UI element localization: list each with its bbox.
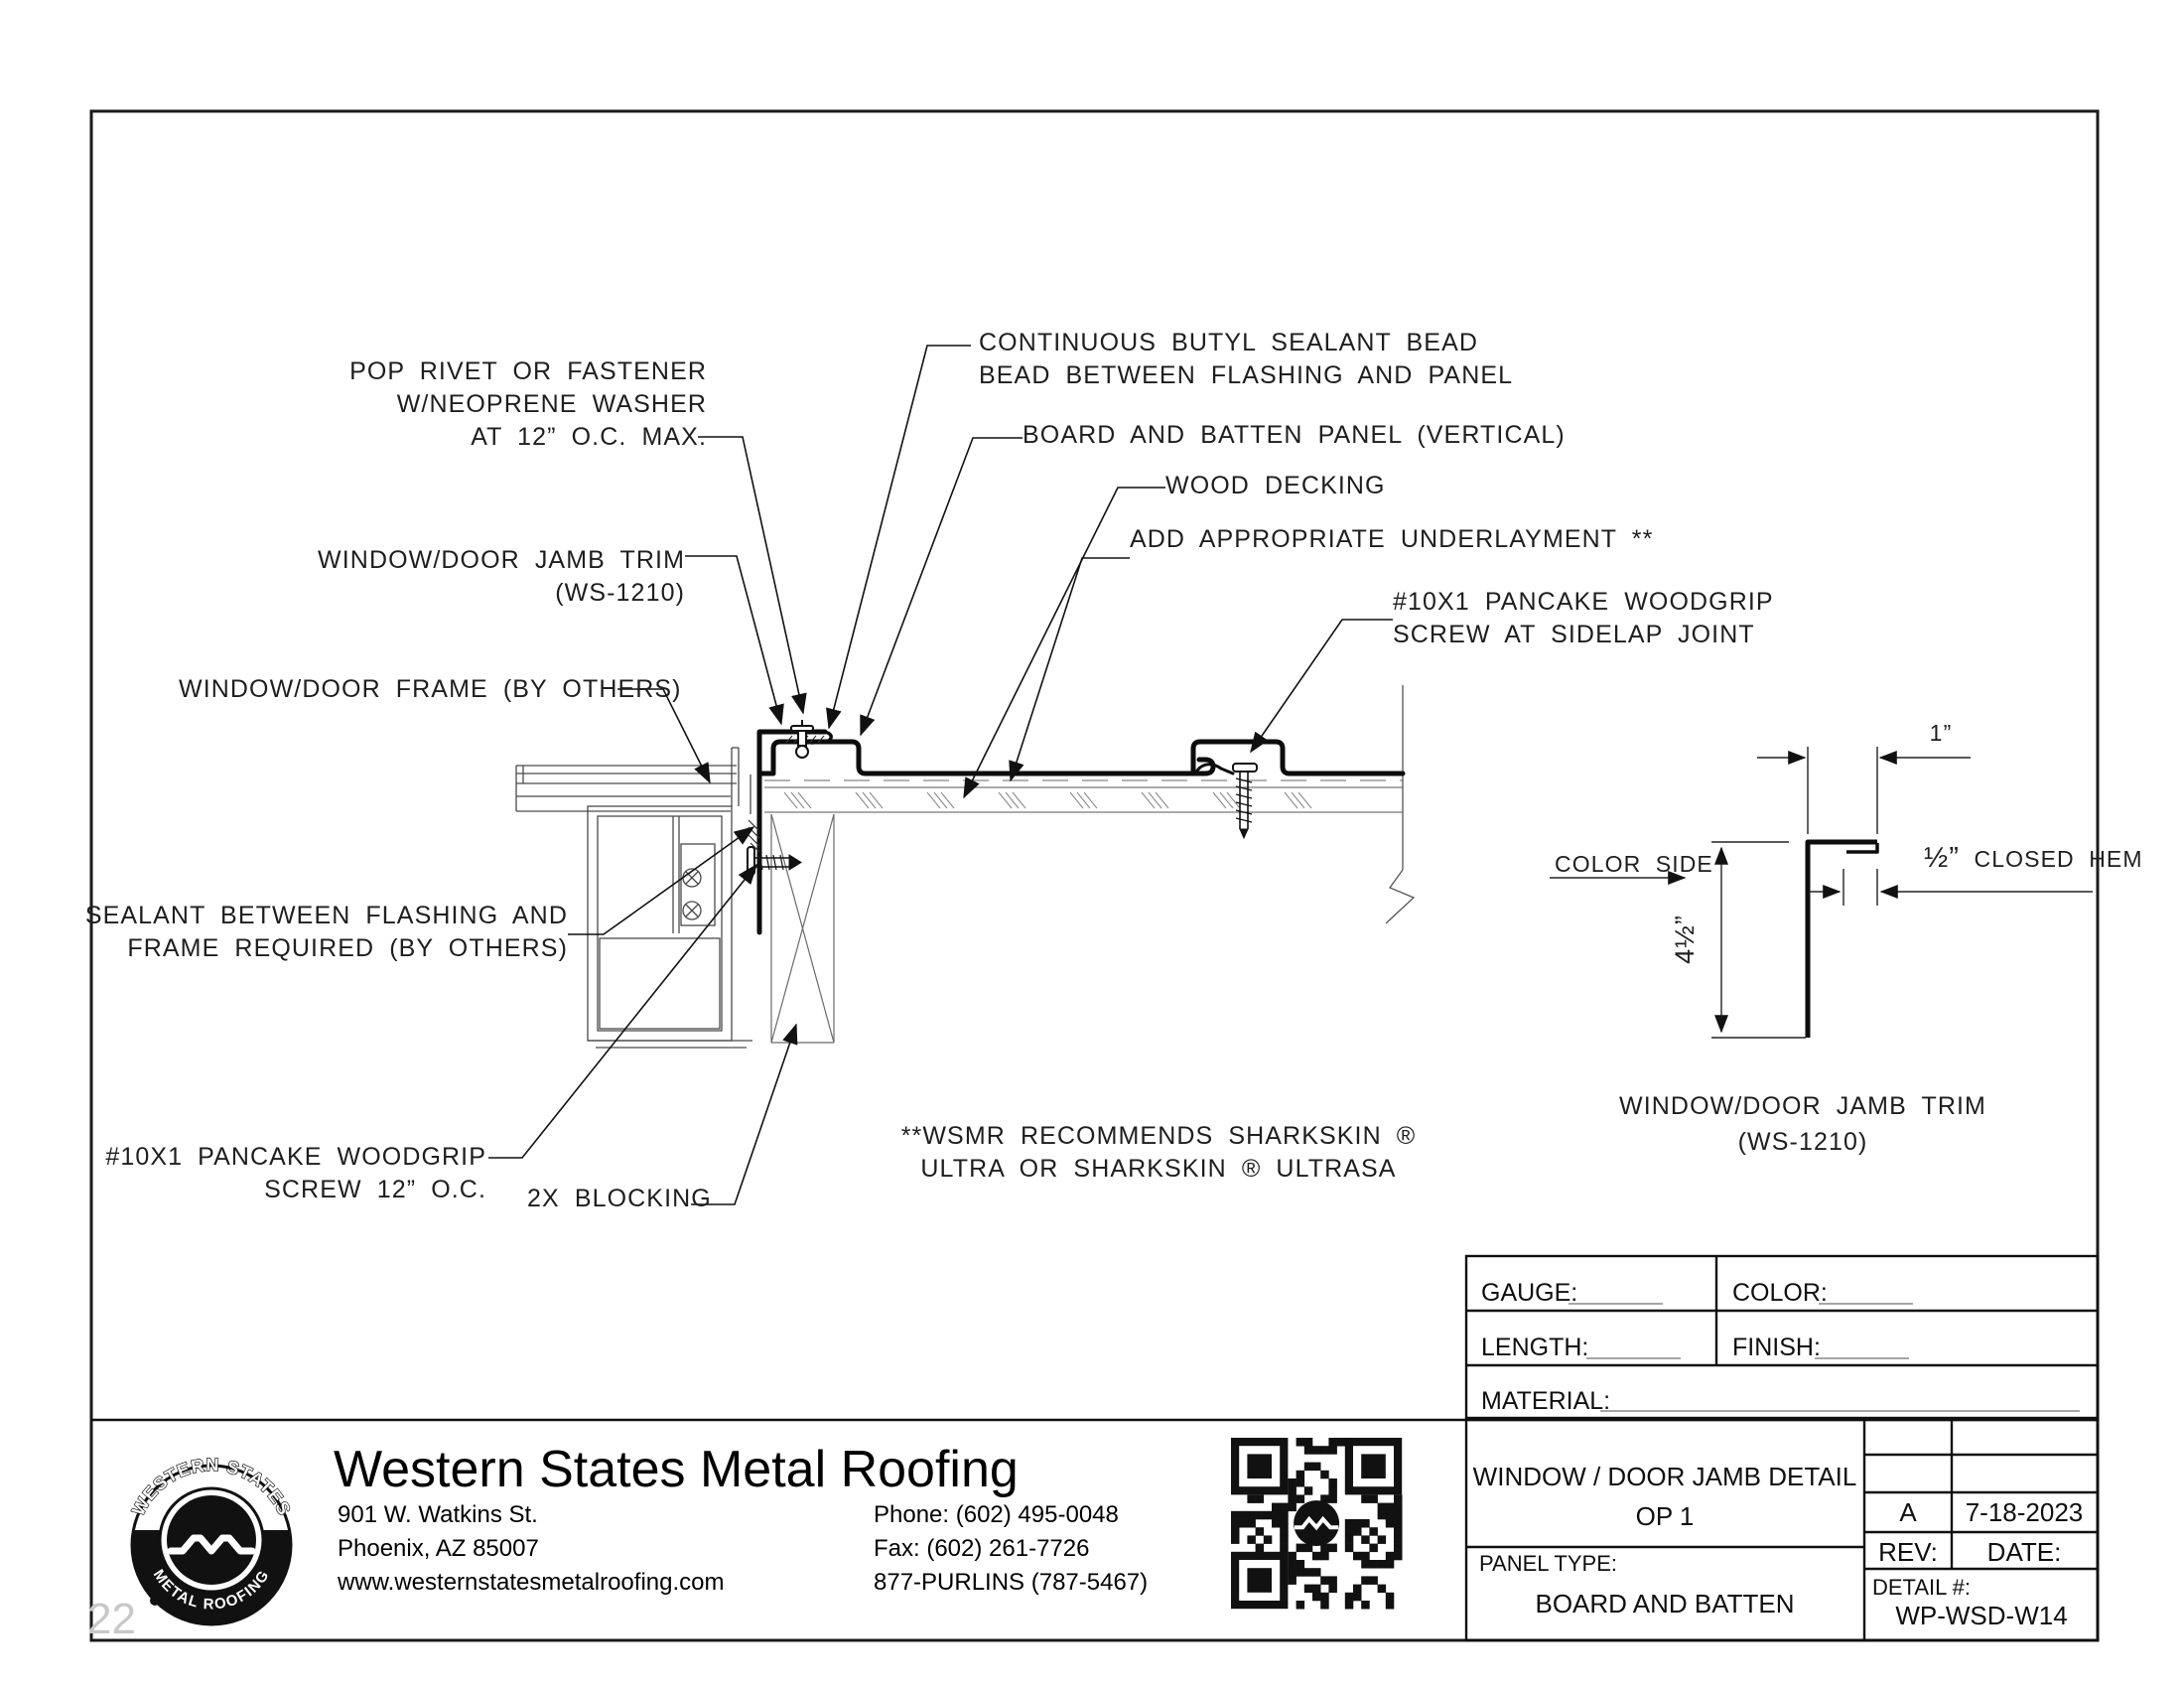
callout-underlayment: ADD APPROPRIATE UNDERLAYMENT ** — [1130, 525, 1654, 553]
title-block-rules — [91, 1254, 2100, 1642]
callout-screw-12oc: #10X1 PANCAKE WOODGRIP SCREW 12” O.C. — [105, 1141, 486, 1206]
note-line: ULTRA OR SHARKSKIN ® ULTRASA — [920, 1155, 1397, 1183]
callout-line: (WS-1210) — [555, 579, 685, 607]
qr-code — [1225, 1432, 1409, 1616]
color-side-label: COLOR SIDE — [1555, 851, 1713, 877]
break-line — [1385, 685, 1416, 924]
callout-line: SCREW AT SIDELAP JOINT — [1393, 621, 1755, 648]
callout-frame: WINDOW/DOOR FRAME (BY OTHERS) — [179, 675, 682, 703]
caption-line: WINDOW/DOOR JAMB TRIM — [1619, 1092, 1986, 1120]
callout-line: AT 12” O.C. MAX. — [471, 423, 707, 451]
page-border — [89, 109, 2100, 1642]
rev-value: A — [1899, 1497, 1917, 1527]
blocking-profile — [770, 813, 835, 1044]
caption-line: (WS-1210) — [1737, 1128, 1868, 1156]
fill-in-underlines — [1569, 1303, 2080, 1412]
closed-hem-label: ½” CLOSED HEM — [1924, 844, 2143, 873]
date-label: DATE: — [1986, 1537, 2062, 1567]
company-tollfree: 877-PURLINS (787-5467) — [874, 1569, 1149, 1596]
callout-line: SEALANT BETWEEN FLASHING AND — [84, 902, 568, 929]
callout-blocking: 2X BLOCKING — [527, 1185, 712, 1212]
callout-line: #10X1 PANCAKE WOODGRIP — [1393, 588, 1774, 616]
callout-board-batten: BOARD AND BATTEN PANEL (VERTICAL) — [1023, 421, 1566, 449]
callout-line: WINDOW/DOOR JAMB TRIM — [318, 546, 685, 574]
dim-height-label: 4½” — [1670, 914, 1700, 964]
spec-length-label: LENGTH: — [1481, 1334, 1589, 1361]
pop-rivet-graphic — [790, 720, 814, 759]
callout-pop-rivet: POP RIVET OR FASTENER W/NEOPRENE WASHER … — [349, 355, 707, 454]
company-fax: Fax: (602) 261-7726 — [874, 1535, 1090, 1562]
spec-color-label: COLOR: — [1732, 1279, 1828, 1307]
callout-line: #10X1 PANCAKE WOODGRIP — [105, 1143, 486, 1171]
date-value: 7-18-2023 — [1965, 1497, 2084, 1527]
spec-material-label: MATERIAL: — [1481, 1387, 1611, 1415]
page-number: 22 — [87, 1595, 136, 1643]
trim-profile-detail — [1550, 747, 2093, 1039]
detail-number-label: DETAIL #: — [1872, 1575, 1972, 1600]
company-website: www.westernstatesmetalroofing.com — [338, 1569, 725, 1596]
callout-wood-decking: WOOD DECKING — [1165, 472, 1386, 499]
hem-text: CLOSED HEM — [1974, 846, 2143, 872]
company-name: Western States Metal Roofing — [334, 1441, 1019, 1498]
company-address2: Phoenix, AZ 85007 — [338, 1535, 539, 1562]
callout-jamb-trim: WINDOW/DOOR JAMB TRIM (WS-1210) — [318, 544, 685, 610]
company-address1: 901 W. Watkins St. — [338, 1501, 538, 1528]
callout-continuous-butyl: CONTINUOUS BUTYL SEALANT BEAD BEAD BETWE… — [979, 327, 1513, 392]
callout-sidelap-screw: #10X1 PANCAKE WOODGRIP SCREW AT SIDELAP … — [1393, 586, 1774, 651]
callout-line: POP RIVET OR FASTENER — [349, 357, 707, 385]
spec-finish-label: FINISH: — [1732, 1334, 1821, 1361]
company-phone: Phone: (602) 495-0048 — [874, 1501, 1119, 1528]
panel-trim-profile — [756, 729, 1406, 935]
woodgrip-screw-graphic — [747, 846, 802, 876]
titleblock-subtitle: OP 1 — [1635, 1501, 1695, 1531]
panel-type-value: BOARD AND BATTEN — [1535, 1589, 1795, 1618]
rev-label: REV: — [1878, 1537, 1938, 1567]
spec-gauge-label: GAUGE: — [1481, 1279, 1578, 1307]
dim-width-label: 1” — [1929, 720, 1953, 746]
note-line: **WSMR RECOMMENDS SHARKSKIN ® — [900, 1122, 1417, 1150]
window-frame-profile — [515, 747, 752, 1049]
decking-profile — [764, 779, 1403, 813]
callout-line: W/NEOPRENE WASHER — [396, 390, 707, 418]
detail-number-value: WP-WSD-W14 — [1895, 1601, 2068, 1630]
trim-detail-caption: WINDOW/DOOR JAMB TRIM (WS-1210) — [1619, 1088, 1986, 1160]
dim-hem-value: ½” — [1924, 842, 1961, 874]
sidelap-screw-graphic — [1232, 763, 1258, 840]
company-logo: WESTERN STATES METAL ROOFING — [127, 1455, 295, 1626]
callout-line: CONTINUOUS BUTYL SEALANT BEAD — [979, 329, 1478, 356]
panel-wave-icon — [167, 1534, 256, 1555]
leader-lines — [488, 345, 1393, 1205]
callout-line: BEAD BETWEEN FLASHING AND PANEL — [979, 361, 1514, 389]
callout-line: SCREW 12” O.C. — [264, 1176, 486, 1203]
callout-line: FRAME REQUIRED (BY OTHERS) — [127, 934, 568, 962]
callout-sealant: SEALANT BETWEEN FLASHING AND FRAME REQUI… — [85, 900, 568, 965]
titleblock-title: WINDOW / DOOR JAMB DETAIL — [1472, 1462, 1857, 1491]
panel-type-label: PANEL TYPE: — [1479, 1551, 1617, 1576]
note-wsmr: **WSMR RECOMMENDS SHARKSKIN ® ULTRA OR S… — [901, 1120, 1417, 1186]
